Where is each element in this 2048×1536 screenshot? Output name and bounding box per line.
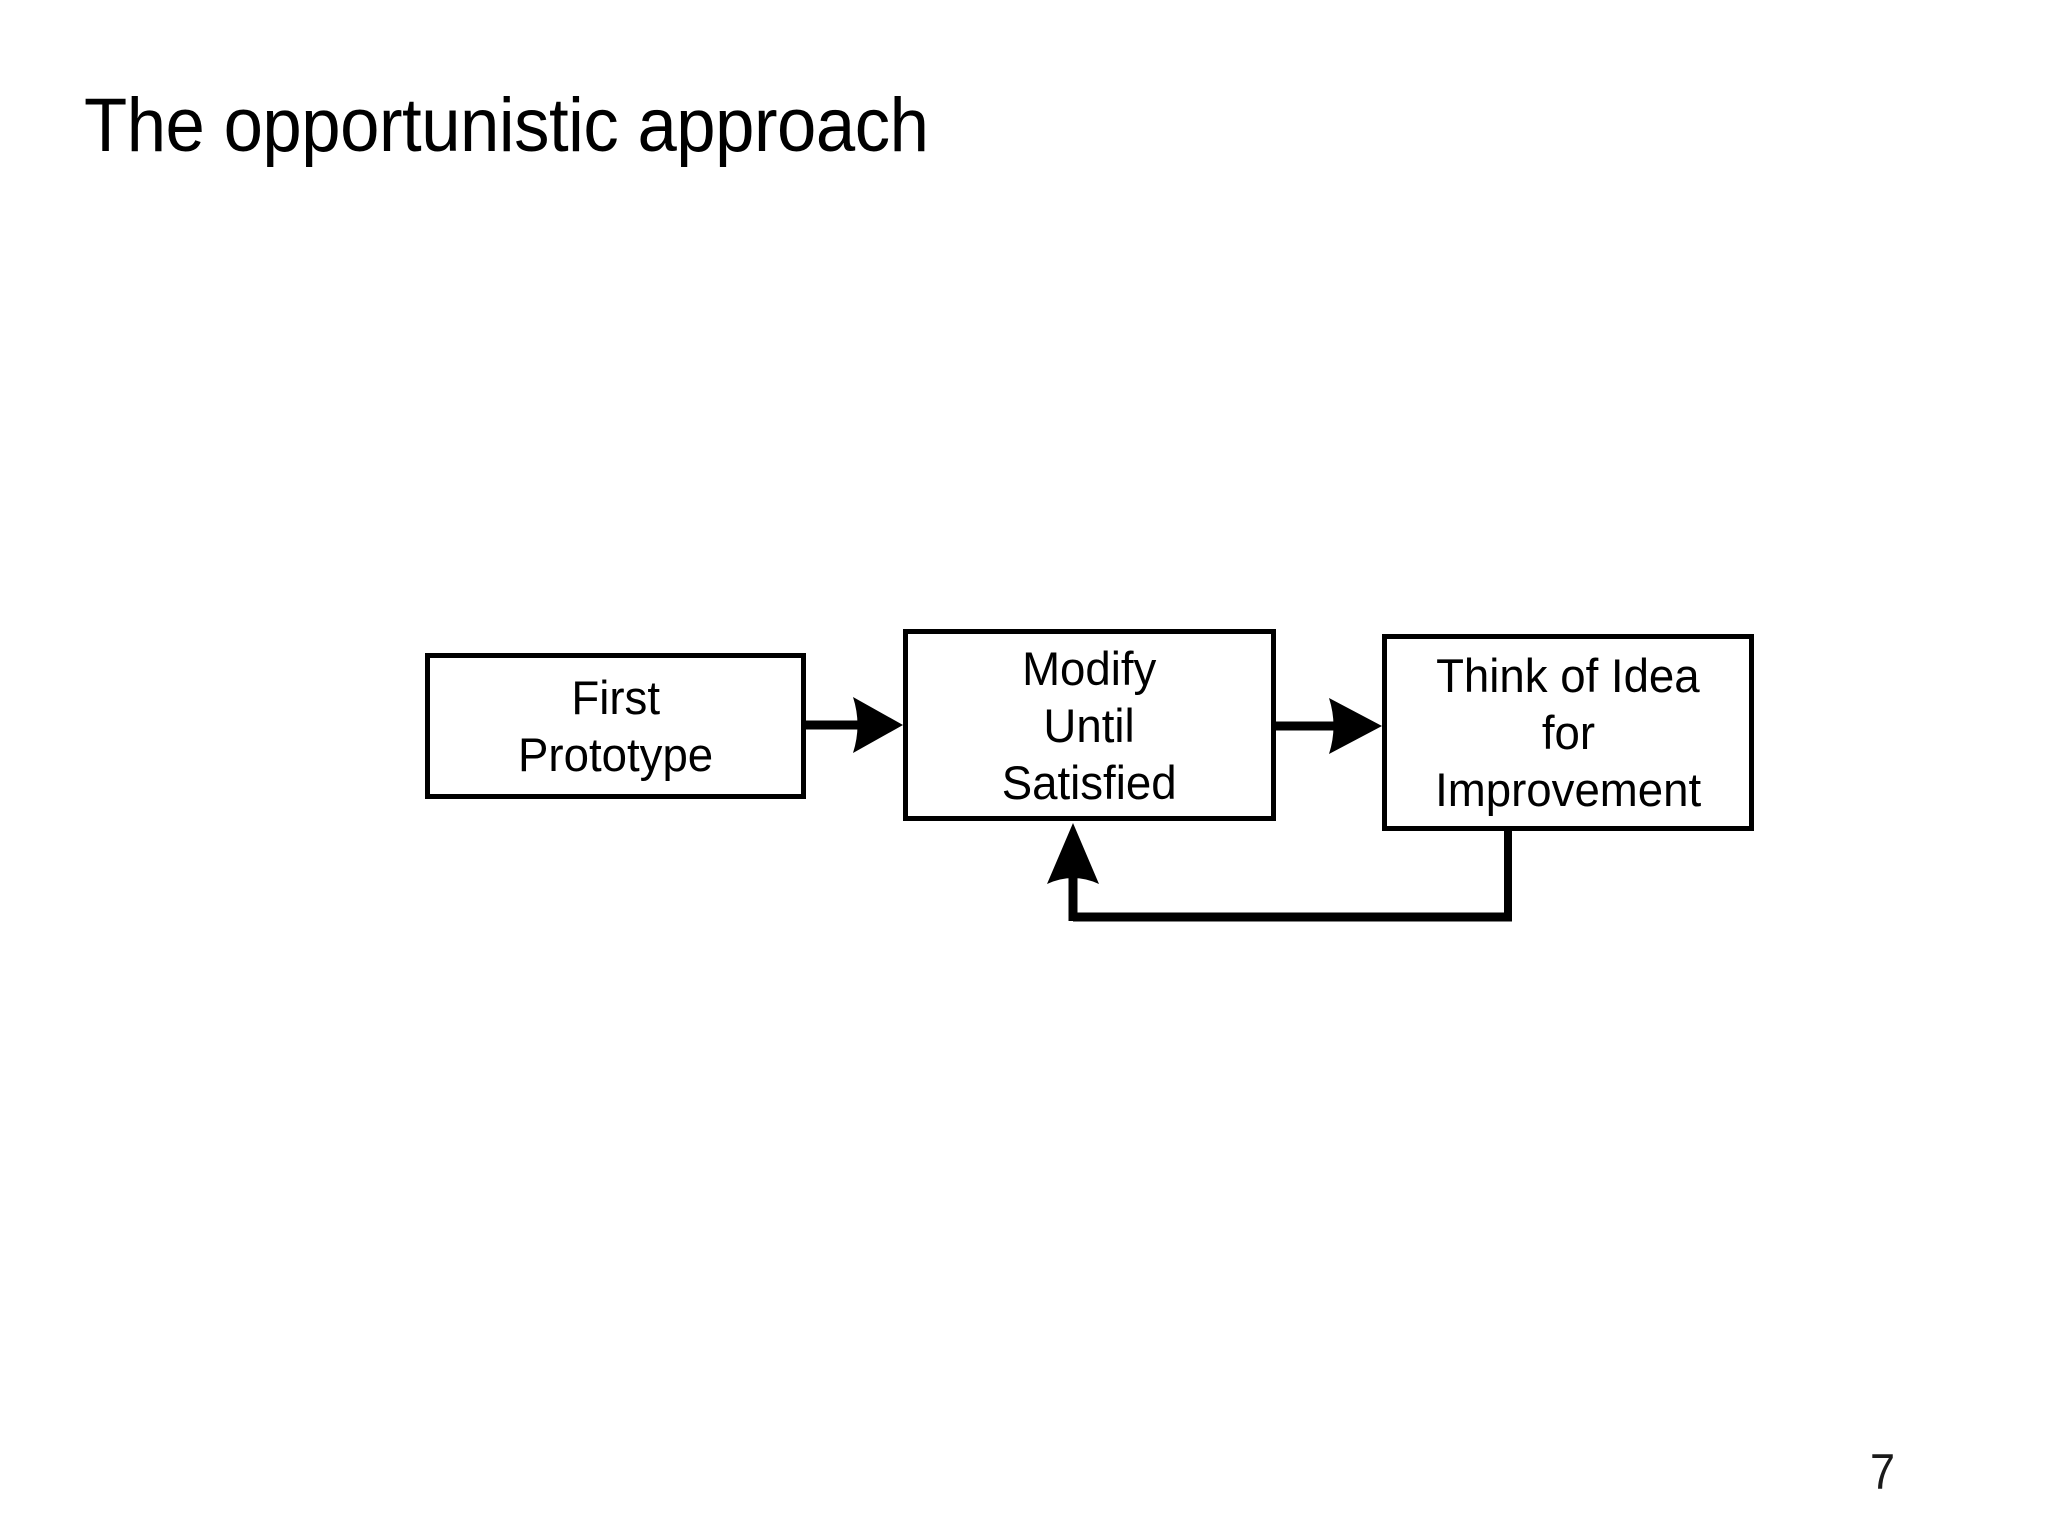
edge-think-to-modify-feedback — [1047, 823, 1512, 922]
node-modify-until-satisfied-line-3: Satisfied — [1002, 755, 1177, 809]
node-modify-until-satisfied-line-1: Modify — [1022, 641, 1157, 695]
node-first-prototype-line-1: First — [571, 671, 660, 724]
edge-modify-to-think-arrowhead — [1329, 698, 1382, 754]
edge-first-to-modify — [804, 697, 903, 753]
node-think-of-idea-line-3: Improvement — [1434, 763, 1702, 816]
node-first-prototype[interactable]: First Prototype — [425, 653, 806, 799]
node-modify-until-satisfied[interactable]: Modify Until Satisfied — [903, 629, 1276, 821]
node-think-of-idea-line-2: for — [1541, 706, 1595, 759]
edge-modify-to-think — [1274, 698, 1382, 754]
node-first-prototype-line-2: Prototype — [517, 728, 714, 781]
node-think-of-idea-line-1: Think of Idea — [1436, 649, 1700, 702]
feedback-arrowhead — [1047, 823, 1099, 884]
edge-first-to-modify-arrowhead — [853, 697, 903, 753]
page-title: The opportunistic approach — [84, 83, 929, 168]
page-number: 7 — [1870, 1444, 1896, 1500]
node-think-of-idea-for-improvement[interactable]: Think of Idea for Improvement — [1382, 634, 1754, 831]
node-modify-until-satisfied-line-2: Until — [1043, 698, 1136, 752]
